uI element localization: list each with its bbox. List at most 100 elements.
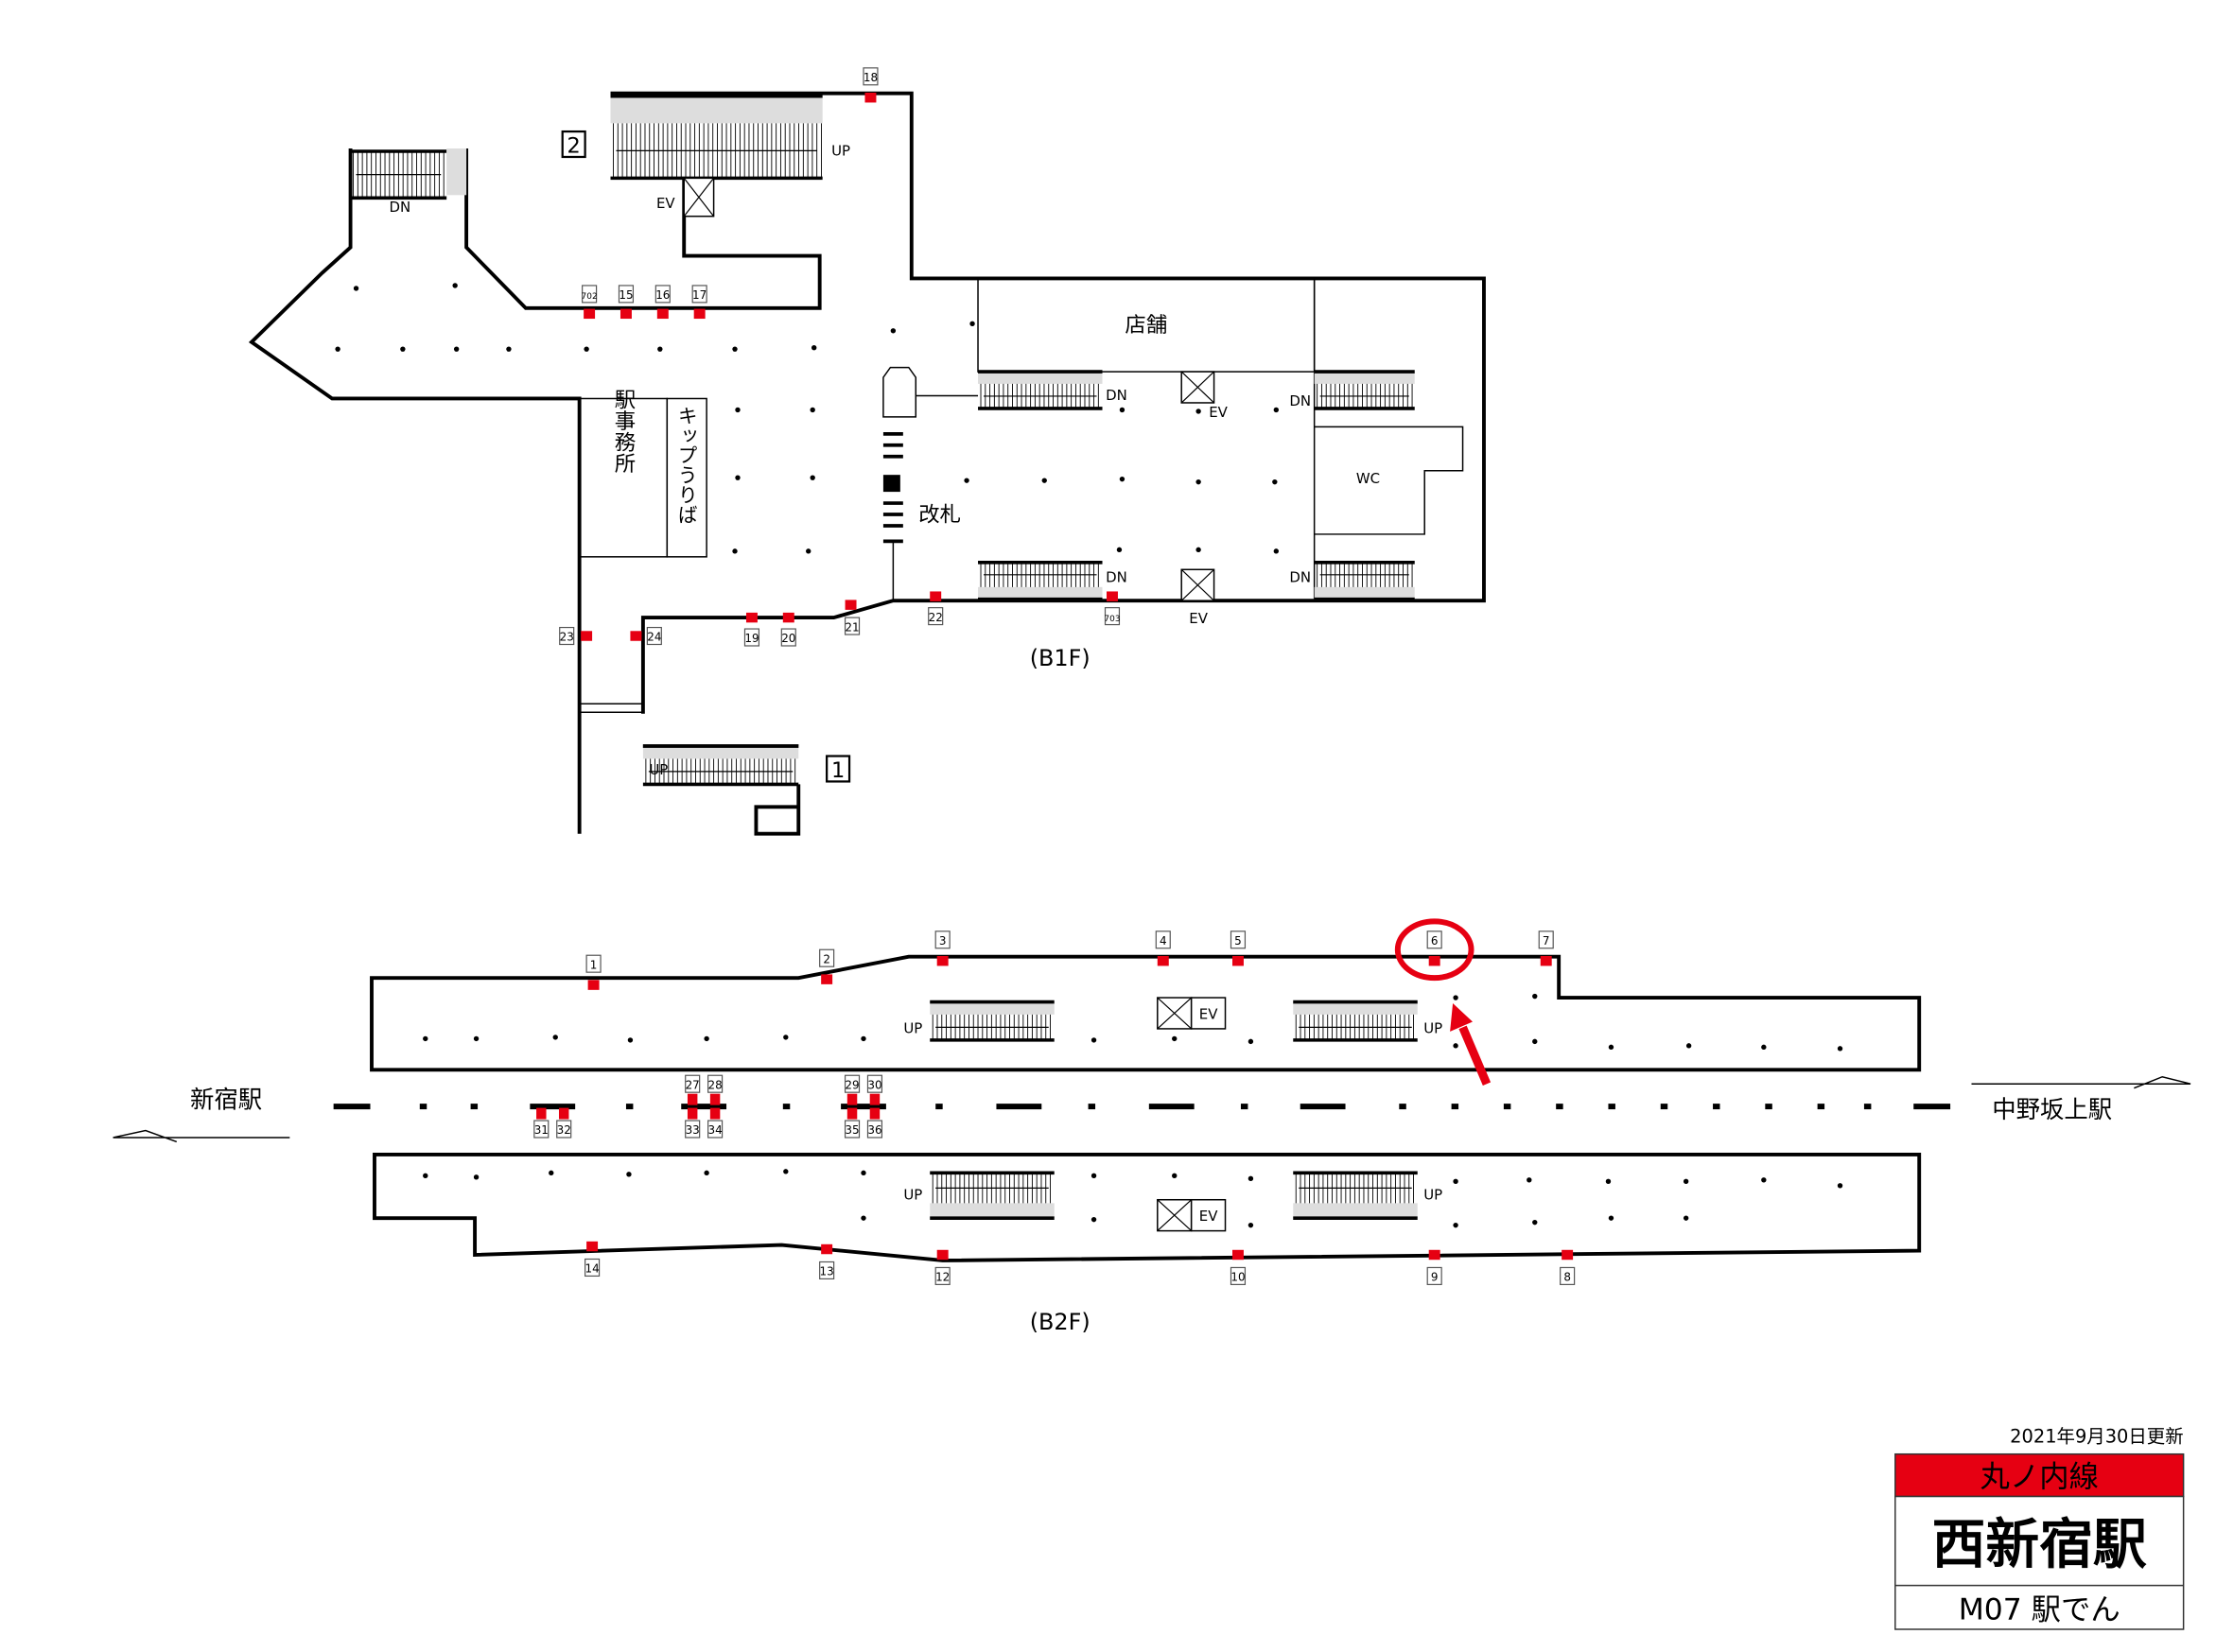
svg-text:2: 2 [567,133,581,158]
escalator [978,370,1103,410]
position-number: 14 [585,1262,599,1276]
position-number-box [691,285,707,304]
position-number: 702 [582,292,598,302]
boarding-position-mark [558,1107,569,1120]
column [1273,548,1280,554]
position-number-box [819,1261,835,1280]
svg-text:中野坂上駅: 中野坂上駅 [1992,1095,2112,1123]
boarding-position-mark [656,308,669,320]
boarding-position-mark [586,1241,599,1252]
door-position-31: 31 [533,1120,550,1139]
updated-date: 2021年9月30日更新 [2010,1426,2183,1448]
boarding-position-mark [869,1107,881,1120]
boarding-position-mark [864,92,877,103]
column [735,475,741,480]
escalator [1293,1000,1418,1042]
door-position-27: 27 [685,1074,701,1093]
boarding-position-mark [930,591,942,601]
column [627,1037,634,1043]
position-number: 32 [557,1123,571,1137]
door-position-28: 28 [707,1074,724,1093]
position-number: 9 [1431,1271,1439,1284]
column [811,345,817,351]
column [783,1035,789,1040]
wc-label: WC [1356,470,1380,487]
dn-label: DN [1106,387,1127,404]
position-number: 703 [1104,615,1120,624]
b2f-floor-plan: 新宿駅 中野坂上駅 (B2F) [113,918,2191,1335]
column [453,346,460,352]
car-position-16: 16 [654,285,671,304]
boarding-position-mark [687,1093,698,1105]
column [1837,1183,1843,1189]
wall [464,148,822,310]
position-number-box [780,628,796,647]
position-number-box [559,626,575,646]
position-number: 16 [655,288,670,302]
position-number: 6 [1431,934,1439,948]
b2f-floor-label: (B2F) [1030,1309,1091,1335]
column [549,1170,554,1176]
escalator-landing [978,372,1103,384]
column [1683,1215,1689,1221]
wc-area [1314,426,1464,535]
position-number: 12 [935,1271,950,1284]
boarding-position-mark [821,1243,833,1255]
elevator-icon [1157,1198,1193,1232]
column [1761,1044,1767,1051]
svg-text:新宿駅: 新宿駅 [190,1086,262,1114]
column [810,407,815,413]
position-number: 13 [820,1265,834,1278]
column [1116,547,1123,553]
position-number-box [1230,1266,1247,1285]
column [1248,1222,1254,1228]
ev-label: EV [1199,1005,1218,1022]
boarding-position-mark [1231,1249,1244,1261]
column [704,1170,709,1176]
direction-right: 中野坂上駅 [1971,1075,2191,1123]
position-number-box [585,1258,601,1278]
column [473,1174,480,1180]
door-position-35: 35 [844,1120,861,1139]
up-label: UP [649,761,668,778]
shop-label: 店舗 [1125,313,1167,338]
position-number-box [1230,930,1247,949]
up-label: UP [1423,1187,1442,1204]
column [1605,1178,1612,1184]
position-number-box [863,67,879,86]
escalator [1293,1171,1418,1220]
position-number: 35 [845,1123,859,1137]
door-position-30: 30 [866,1074,883,1093]
elevator-cross [1157,997,1193,1030]
car-position-7: 7 [1538,930,1554,949]
position-number: 30 [867,1078,881,1091]
car-position-703: 703 [1104,607,1121,626]
boarding-position-mark [709,1093,721,1105]
position-number: 31 [534,1123,549,1137]
position-number: 15 [619,288,633,302]
column [1041,478,1047,483]
column [1453,1222,1458,1228]
position-number-box [866,1074,883,1093]
column [1091,1037,1097,1043]
station-name: 西新宿駅 [1932,1514,2147,1576]
station-office-label: 駅事務所 [611,389,636,474]
highlight-arrow [1450,1003,1492,1086]
car-position-9: 9 [1426,1266,1442,1285]
column [1248,1175,1254,1182]
door-position-33: 33 [685,1120,701,1139]
escalator-landing [642,746,799,759]
column [552,1035,558,1040]
column [353,286,359,291]
position-number-box [707,1074,724,1093]
position-number-box [585,954,602,973]
column [1091,1173,1097,1179]
car-position-14: 14 [585,1258,601,1278]
position-number-box [743,628,760,647]
position-number-box [582,285,598,304]
boarding-position-mark [1540,955,1552,966]
position-number: 4 [1160,934,1167,948]
position-number: 3 [939,934,947,948]
